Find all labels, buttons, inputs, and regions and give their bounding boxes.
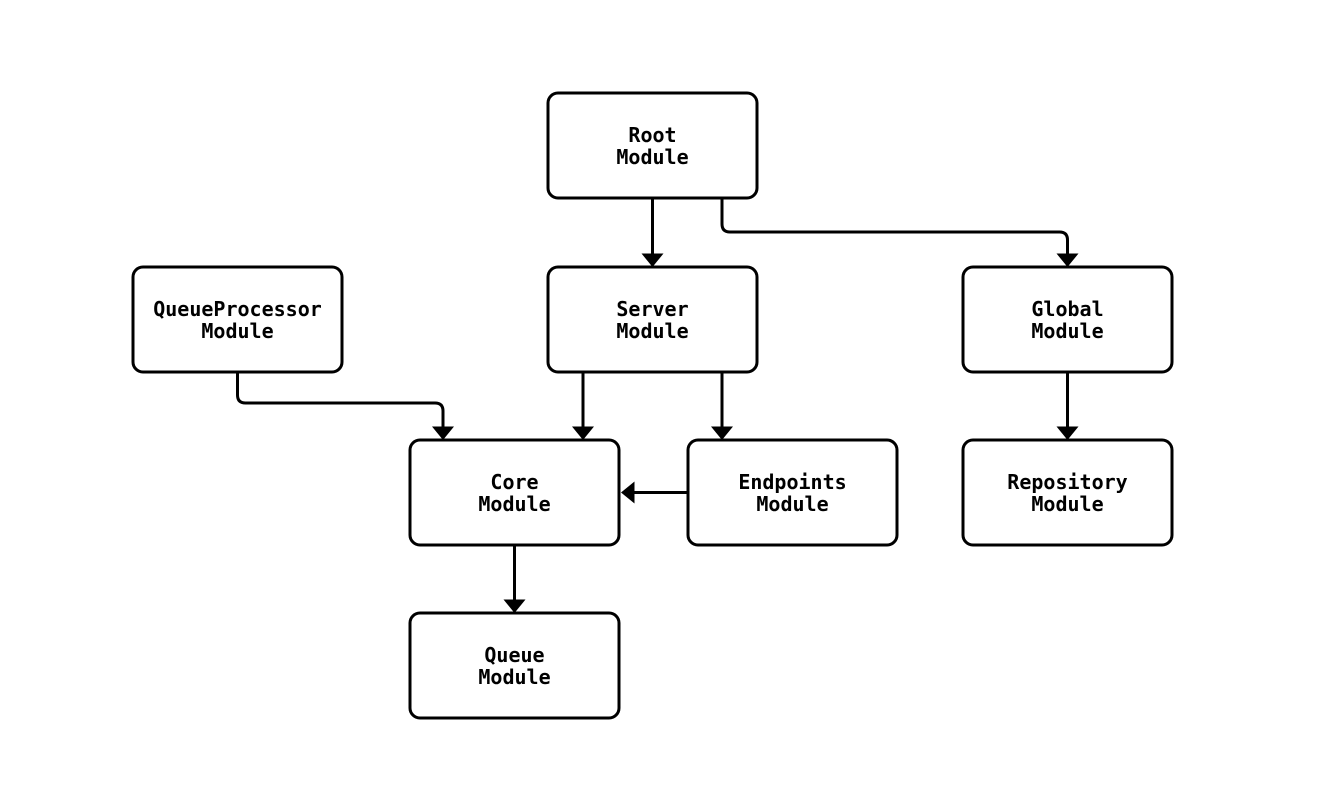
arrowhead-server-to-endpoints: [711, 426, 733, 440]
node-queueprocessor-module-box: [131, 265, 344, 374]
node-global-module-box: [961, 265, 1174, 374]
node-queue-module-box: [408, 611, 621, 720]
arrowhead-global-to-repository: [1056, 426, 1079, 440]
arrowhead-core-to-queue: [503, 599, 526, 613]
node-server-module-box: [546, 265, 759, 374]
arrowhead-queueprocessor-to-core: [432, 426, 454, 440]
node-repository-module-box: [961, 438, 1174, 547]
edge-root-to-global: [720, 197, 1069, 254]
arrowhead-server-to-core: [572, 426, 594, 440]
arrowhead-root-to-server: [641, 253, 664, 267]
arrowhead-endpoints-to-core: [621, 481, 635, 504]
arrowhead-root-to-global: [1056, 253, 1079, 267]
node-root-module-box: [546, 91, 759, 200]
node-endpoints-module-box: [686, 438, 899, 547]
node-core-module-box: [408, 438, 621, 547]
edges-layer: [236, 197, 1079, 613]
edge-queueprocessor-to-core: [236, 371, 445, 427]
